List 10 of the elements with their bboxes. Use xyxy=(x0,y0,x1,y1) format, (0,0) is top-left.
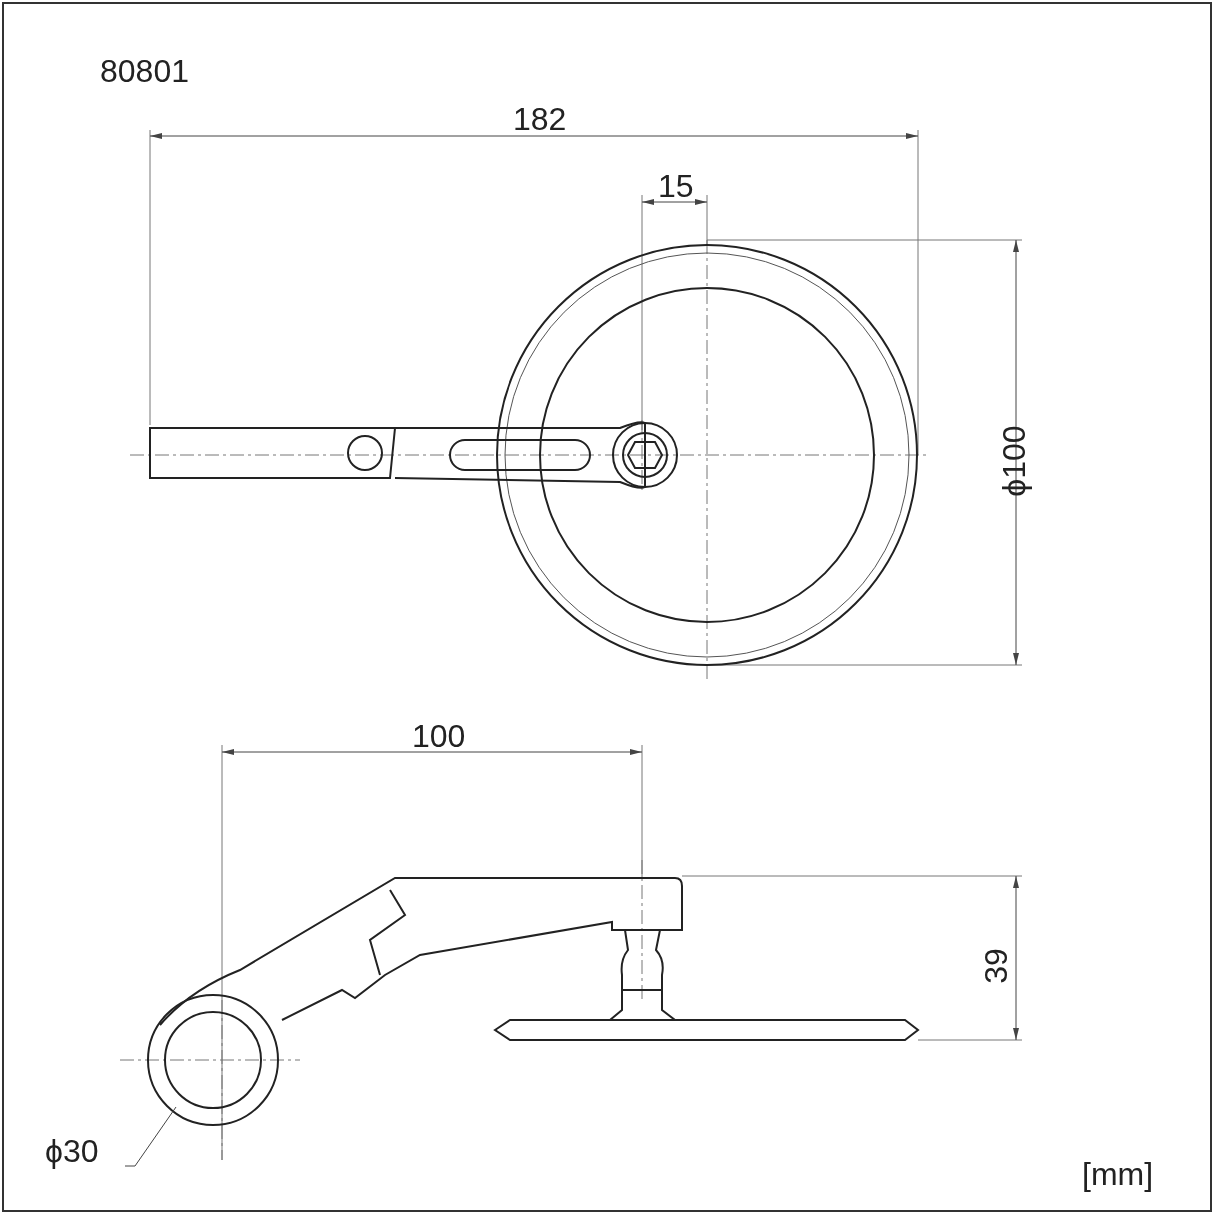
dimension-label: ϕ100 xyxy=(997,425,1030,497)
dimension-label: 100 xyxy=(412,720,466,752)
unit-label: [mm] xyxy=(1082,1158,1154,1190)
tube-clamp-ring xyxy=(147,994,279,1126)
dimension-label: 182 xyxy=(513,103,567,135)
dimension-label: ϕ30 xyxy=(45,1135,99,1167)
leader-line xyxy=(124,1106,177,1167)
dimension-label: 15 xyxy=(658,170,694,202)
part-number: 80801 xyxy=(100,55,189,87)
dimension-label: 39 xyxy=(979,948,1012,984)
